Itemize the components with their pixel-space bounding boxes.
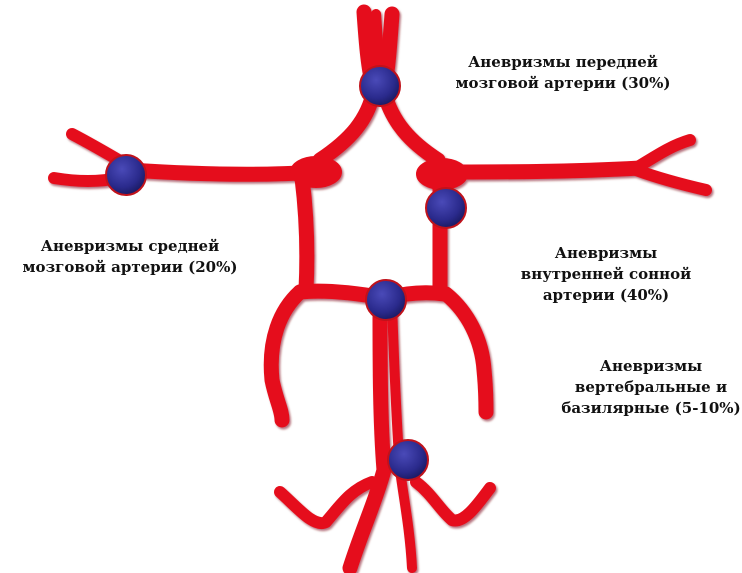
label-mca-line-1: Аневризмы средней: [0, 236, 260, 257]
label-anterior-cerebral-aneurysms: Аневризмы передней мозговой артерии (30%…: [418, 52, 708, 94]
vertebral-branch-right: [416, 482, 490, 521]
middle-cerebral-artery-right: [440, 168, 640, 172]
label-vb-line-3: базилярные (5-10%): [560, 398, 742, 419]
basilar-artery-right: [392, 304, 412, 568]
label-ica-line-3: артерии (40%): [476, 285, 736, 306]
label-vertebrobasilar-aneurysms: Аневризмы вертебральные и базилярные (5-…: [560, 356, 742, 419]
middle-cerebral-artery-right-branch-upper: [636, 140, 690, 168]
vertebral-branch-left: [280, 482, 372, 523]
label-middle-cerebral-aneurysms: Аневризмы средней мозговой артерии (20%): [0, 236, 260, 278]
label-vb-line-1: Аневризмы: [560, 356, 742, 377]
aneurysm-middle-cerebral: [106, 155, 146, 195]
label-internal-carotid-aneurysms: Аневризмы внутренней сонной артерии (40%…: [476, 243, 736, 306]
aneurysm-anterior-cerebral: [360, 66, 400, 106]
label-aca-line-2: мозговой артерии (30%): [418, 73, 708, 94]
basilar-artery-left: [350, 304, 384, 568]
aneurysm-vertebral: [388, 440, 428, 480]
middle-cerebral-artery-right-branch-lower: [636, 170, 706, 190]
label-ica-line-2: внутренней сонной: [476, 264, 736, 285]
posterior-communicating-left: [302, 178, 307, 290]
label-aca-line-1: Аневризмы передней: [418, 52, 708, 73]
label-vb-line-2: вертебральные и: [560, 377, 742, 398]
posterior-cerebral-outer-right: [446, 294, 486, 412]
posterior-cerebral-outer-left: [271, 292, 300, 420]
label-mca-line-2: мозговой артерии (20%): [0, 257, 260, 278]
aneurysm-internal-carotid: [426, 188, 466, 228]
middle-cerebral-artery-left: [130, 170, 318, 174]
label-ica-line-1: Аневризмы: [476, 243, 736, 264]
aneurysm-basilar-tip: [366, 280, 406, 320]
